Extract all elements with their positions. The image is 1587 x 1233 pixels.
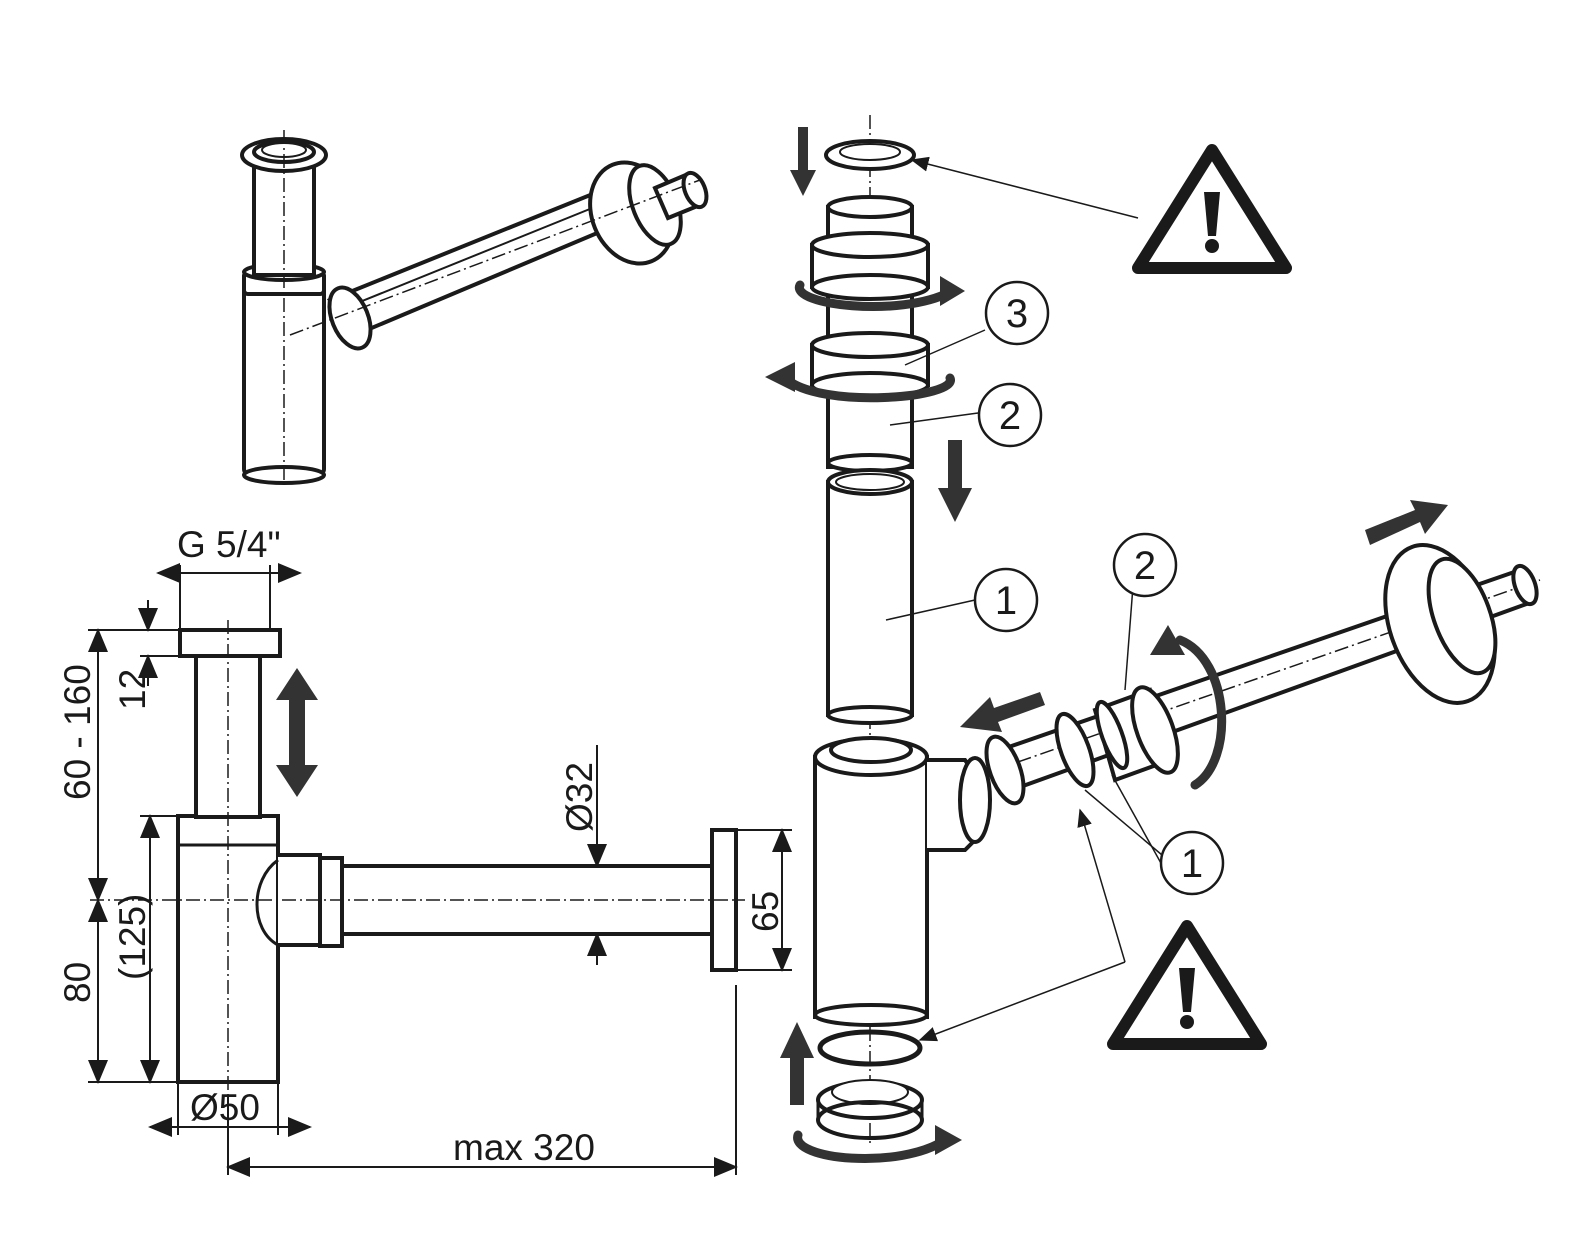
callout-label-1: 1 — [995, 579, 1017, 623]
dim-flange-height: 65 — [745, 891, 786, 932]
dim-pipe-diameter: Ø32 — [559, 762, 600, 832]
motion-arrows — [780, 127, 1448, 1105]
dim-height-range: 60 - 160 — [57, 664, 98, 800]
leader-lines — [885, 156, 1163, 1042]
callout-circle-1 — [973, 567, 1039, 633]
callout-circle-side-1 — [1159, 830, 1225, 896]
height-adjust-arrow — [276, 668, 318, 797]
callout-circle-3 — [984, 280, 1050, 346]
callout-label-side-2: 2 — [1134, 544, 1156, 588]
dim-nut-height: 12 — [112, 669, 153, 710]
dim-lower-height: 80 — [57, 962, 98, 1003]
perspective-siphon — [240, 130, 709, 485]
dimension-lines — [88, 563, 792, 1177]
dim-thread: G 5/4" — [177, 524, 281, 565]
rotation-arrows — [780, 280, 1227, 1163]
rotation-arrowheads — [765, 276, 1185, 1155]
dim-max-length: max 320 — [453, 1127, 595, 1168]
elevation-drawing — [90, 620, 745, 1095]
warning-icon — [1107, 920, 1267, 1050]
callout-circle-2 — [977, 382, 1043, 448]
dim-body-diameter: Ø50 — [190, 1087, 260, 1128]
callout-circles — [973, 280, 1225, 896]
callout-circle-side-2 — [1112, 532, 1178, 598]
dim-body-height: (125) — [112, 894, 153, 980]
callout-label-side-1: 1 — [1181, 842, 1203, 886]
exploded-view — [810, 115, 992, 1145]
callout-label-2: 2 — [999, 394, 1021, 438]
side-pipe-assembly — [984, 543, 1541, 806]
warning-icon — [1132, 144, 1292, 274]
callout-label-3: 3 — [1006, 292, 1028, 336]
